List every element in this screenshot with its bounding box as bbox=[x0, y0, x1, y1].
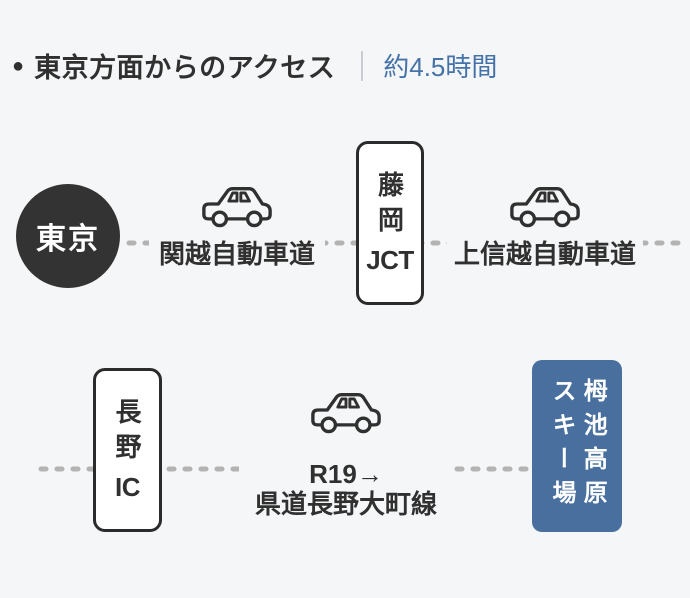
origin-tokyo-badge: 東京 bbox=[16, 184, 120, 288]
header-divider bbox=[361, 50, 364, 81]
car-icon bbox=[202, 186, 272, 228]
leg-r19-kendo: R19→ 県道長野大町線 bbox=[239, 386, 453, 520]
car-icon bbox=[510, 186, 580, 228]
leg-kanetsu: 関越自動車道 bbox=[149, 180, 325, 270]
waypoint-type: JCT bbox=[366, 244, 414, 275]
road-label-line1: R19→ bbox=[309, 459, 383, 489]
waypoint-nagano-ic: 長野 IC bbox=[93, 368, 162, 532]
waypoint-type: IC bbox=[115, 471, 141, 502]
destination-name-col1: 栂池高原 bbox=[579, 378, 607, 514]
duration-text: 約4.5時間 bbox=[383, 52, 498, 82]
road-label-kanetsu: 関越自動車道 bbox=[158, 239, 315, 269]
road-label-line2: 県道長野大町線 bbox=[254, 488, 437, 519]
bullet-icon: ● bbox=[12, 54, 25, 77]
car-icon bbox=[311, 392, 381, 434]
destination-name-col2: スキー場 bbox=[548, 378, 575, 514]
road-label-r19-kendo: R19→ 県道長野大町線 bbox=[254, 459, 437, 520]
access-header: ● 東京方面からのアクセス 約4.5時間 bbox=[12, 46, 497, 85]
access-title: 東京方面からのアクセス bbox=[34, 53, 336, 83]
waypoint-name: 長野 bbox=[112, 397, 142, 468]
leg-joshinetsu: 上信越自動車道 bbox=[447, 180, 643, 270]
road-label-joshinetsu: 上信越自動車道 bbox=[453, 239, 636, 269]
waypoint-fujioka-jct: 藤岡 JCT bbox=[356, 141, 424, 305]
destination-tsugaike-kogen: 栂池高原 スキー場 bbox=[532, 360, 622, 532]
origin-label: 東京 bbox=[36, 223, 100, 256]
destination-name: 栂池高原 スキー場 bbox=[546, 378, 608, 514]
waypoint-name: 藤岡 bbox=[374, 170, 405, 241]
